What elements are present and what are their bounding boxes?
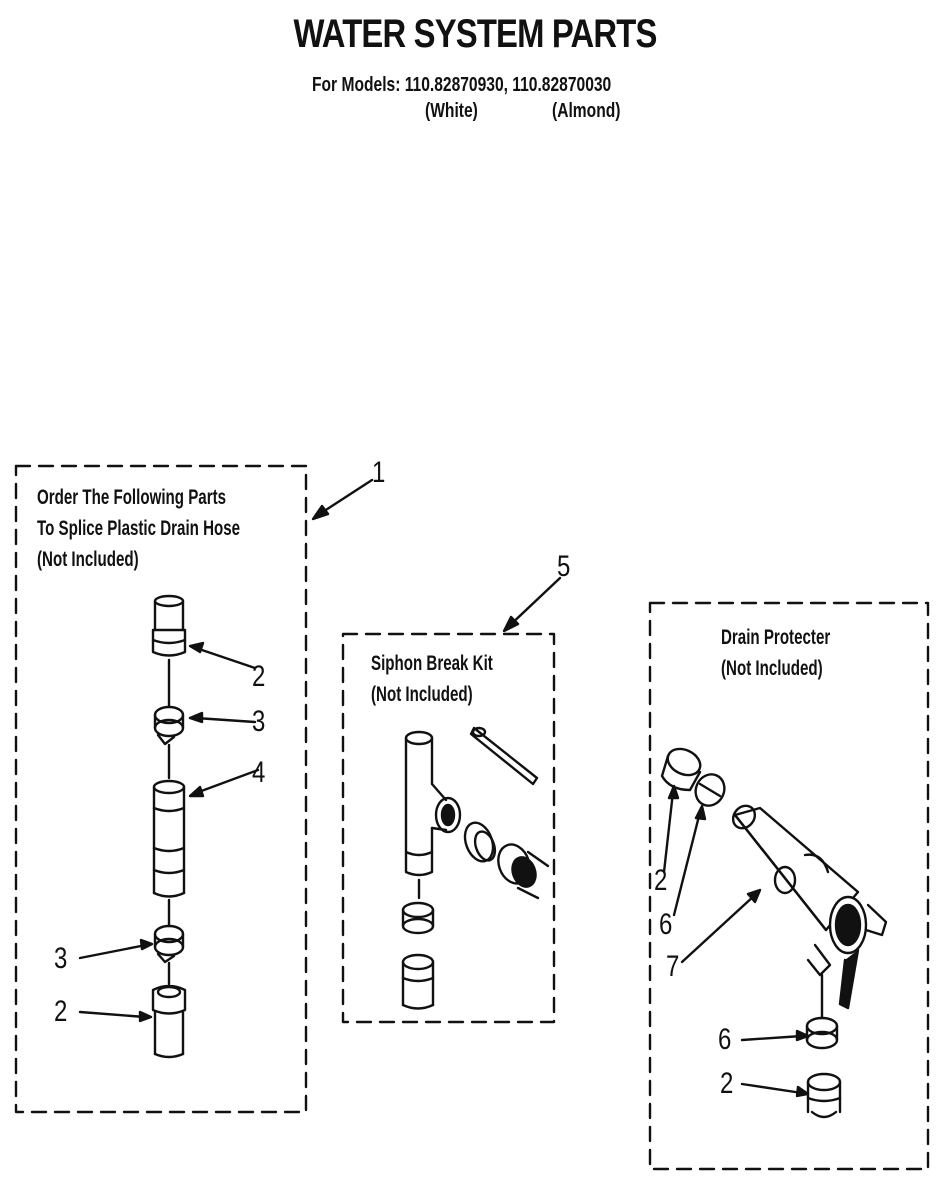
splice-title-line3: (Not Included) bbox=[37, 548, 139, 571]
models-line: For Models: 110.82870930, 110.82870030 bbox=[312, 74, 612, 96]
callout-drain-body: 7 bbox=[666, 950, 680, 983]
drain-clamp-bottom bbox=[805, 1016, 839, 1050]
siphon-title-line1: Siphon Break Kit bbox=[371, 652, 493, 675]
ref-1-label: 1 bbox=[372, 456, 386, 489]
callout-drain-clamp-bottom: 6 bbox=[718, 1023, 732, 1056]
drain-group-box bbox=[648, 601, 930, 1171]
siphon-adapter bbox=[401, 953, 435, 1010]
splice-title-line2: To Splice Plastic Drain Hose bbox=[37, 517, 241, 540]
drain-clamp-top bbox=[694, 773, 726, 807]
drain-group-title: Drain Protecter (Not Included) bbox=[721, 622, 830, 684]
callout-clamp-bottom: 3 bbox=[54, 942, 68, 975]
drain-title-line1: Drain Protecter bbox=[721, 626, 831, 649]
splice-title-line1: Order The Following Parts bbox=[37, 486, 227, 509]
drain-arrows bbox=[662, 784, 810, 1098]
ref-5-label: 5 bbox=[557, 550, 571, 583]
drain-parts bbox=[660, 747, 888, 1119]
splice-group-title: Order The Following Parts To Splice Plas… bbox=[37, 482, 240, 575]
variant-white: (White) bbox=[425, 100, 478, 122]
callout-connector: 4 bbox=[252, 756, 266, 789]
siphon-clamp bbox=[401, 901, 435, 935]
splice-parts bbox=[78, 594, 260, 1059]
siphon-parts bbox=[401, 726, 550, 1010]
siphon-group-box bbox=[341, 632, 556, 1024]
vent-tube bbox=[469, 726, 539, 786]
clamp-bottom bbox=[153, 924, 185, 964]
side-adapter bbox=[497, 843, 550, 900]
adapter-bottom bbox=[151, 984, 187, 1059]
page-title: WATER SYSTEM PARTS bbox=[293, 12, 657, 56]
drain-body bbox=[731, 804, 888, 1010]
callout-drain-clamp-top: 6 bbox=[659, 908, 673, 941]
callout-drain-adapter-top: 2 bbox=[654, 864, 668, 897]
callout-drain-adapter-bottom: 2 bbox=[720, 1067, 734, 1100]
tee-fitting bbox=[404, 730, 462, 877]
side-clamp bbox=[463, 821, 497, 863]
adapter-top bbox=[151, 594, 187, 657]
siphon-title-line2: (Not Included) bbox=[371, 683, 473, 706]
ref-1-leader bbox=[311, 478, 374, 521]
ref-5-leader bbox=[502, 576, 562, 633]
callout-clamp-top: 3 bbox=[252, 705, 266, 738]
splice-group-box bbox=[14, 464, 308, 1114]
drain-adapter-bottom bbox=[806, 1072, 842, 1119]
callout-adapter-top: 2 bbox=[252, 660, 266, 693]
siphon-group-title: Siphon Break Kit (Not Included) bbox=[371, 648, 493, 710]
callout-adapter-bottom: 2 bbox=[54, 995, 68, 1028]
drain-title-line2: (Not Included) bbox=[721, 657, 823, 680]
variant-almond: (Almond) bbox=[552, 100, 621, 122]
connector bbox=[152, 779, 186, 898]
clamp-top bbox=[153, 705, 185, 746]
splice-arrows bbox=[78, 641, 260, 1023]
